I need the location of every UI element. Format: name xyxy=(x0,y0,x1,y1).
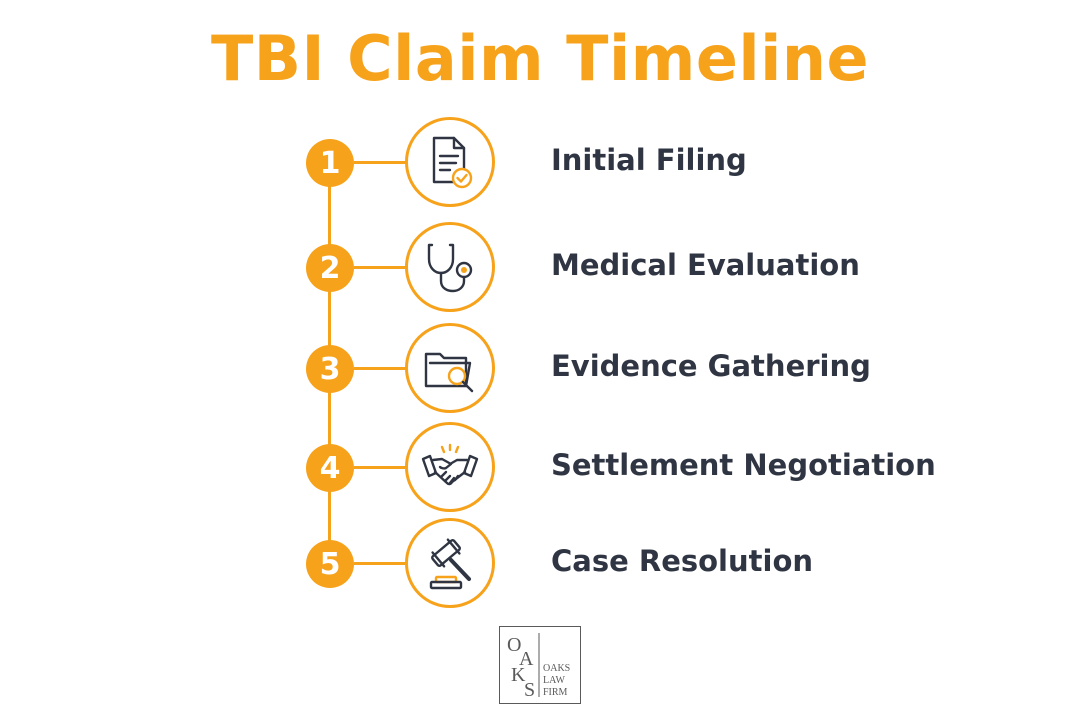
gavel-icon xyxy=(405,518,495,608)
page-title: TBI Claim Timeline xyxy=(210,22,870,95)
step-connector xyxy=(354,367,406,370)
step-connector xyxy=(354,562,406,565)
logo-line-3: FIRM xyxy=(543,687,568,698)
step-label: Evidence Gathering xyxy=(551,349,871,383)
document-check-icon xyxy=(405,117,495,207)
handshake-icon xyxy=(405,422,495,512)
timeline-step-1: 1 Initial Filing xyxy=(0,115,1080,211)
step-number-badge: 5 xyxy=(306,540,354,588)
svg-text:S: S xyxy=(524,679,535,701)
timeline-step-4: 4 Settlement Negotiation xyxy=(0,420,1080,516)
step-label: Settlement Negotiation xyxy=(551,448,936,482)
folder-magnifier-icon xyxy=(405,323,495,413)
step-label: Medical Evaluation xyxy=(551,248,860,282)
step-connector xyxy=(354,161,406,164)
step-connector xyxy=(354,466,406,469)
step-number-badge: 4 xyxy=(306,444,354,492)
step-number-badge: 1 xyxy=(306,139,354,187)
logo-line-2: LAW xyxy=(543,675,566,686)
step-number-badge: 3 xyxy=(306,345,354,393)
step-label: Case Resolution xyxy=(551,544,814,578)
logo-line-1: OAKS xyxy=(543,663,570,674)
timeline-step-5: 5 Case Resolution xyxy=(0,516,1080,612)
timeline-step-2: 2 Medical Evaluation xyxy=(0,220,1080,316)
step-connector xyxy=(354,266,406,269)
svg-text:K: K xyxy=(511,664,526,686)
stethoscope-icon xyxy=(405,222,495,312)
svg-text:O: O xyxy=(507,634,521,656)
timeline-step-3: 3 Evidence Gathering xyxy=(0,321,1080,417)
oaks-law-firm-logo: O A K S OAKS LAW FIRM xyxy=(499,626,581,704)
oaks-monogram-logo: O A K S OAKS LAW FIRM xyxy=(507,633,570,701)
step-number-badge: 2 xyxy=(306,244,354,292)
svg-text:A: A xyxy=(519,648,534,670)
step-label: Initial Filing xyxy=(551,143,747,177)
